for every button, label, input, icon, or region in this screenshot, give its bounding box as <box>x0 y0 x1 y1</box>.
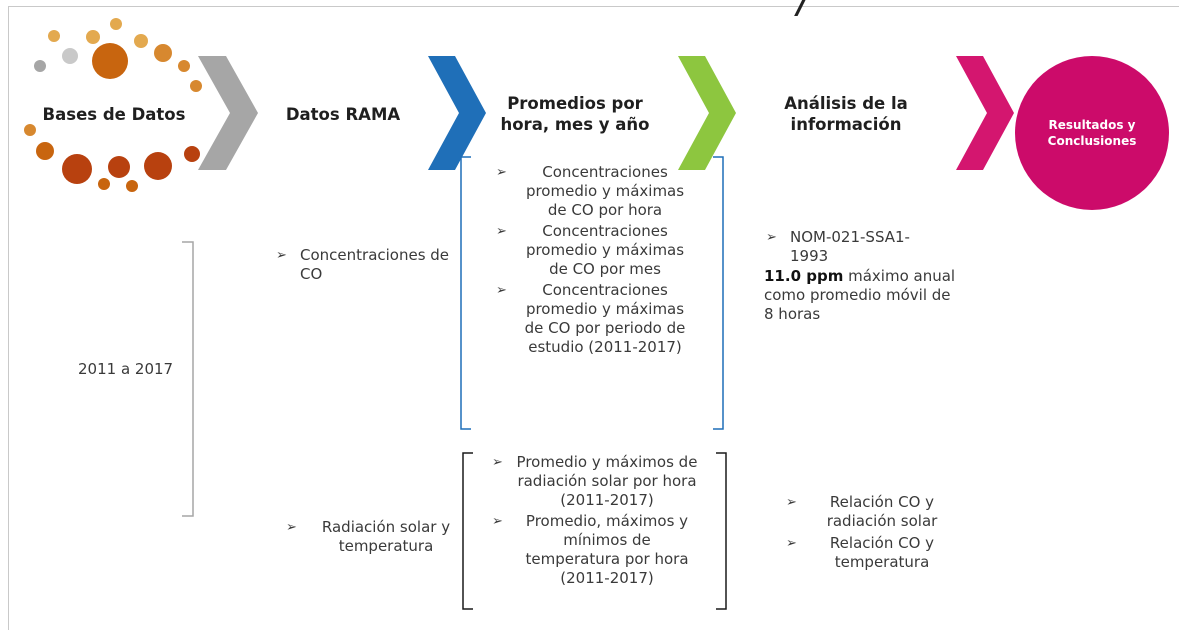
analisis-norm: ➢NOM-021-SSA1-1993 11.0 ppm máximo anual… <box>764 228 964 324</box>
db-circle <box>24 124 36 136</box>
arrow-bullet-icon: ➢ <box>496 224 507 239</box>
list-item: ➢Relación CO y radiación solar <box>786 493 938 530</box>
promedios-rad-bracket-left <box>462 452 473 610</box>
promedios-rad-list: ➢Promedio y máximos de radiación solar p… <box>490 453 698 588</box>
norm-text: máximo anual como promedio móvil de 8 ho… <box>764 267 956 323</box>
arrow-bullet-icon: ➢ <box>492 455 503 470</box>
list-item: ➢Concentraciones promedio y máximas de C… <box>496 163 685 219</box>
header-fragment: / <box>797 0 808 21</box>
stage-label-bases: Bases de Datos <box>42 105 186 124</box>
chevron-icon-green <box>678 56 736 170</box>
db-circle <box>62 48 78 64</box>
db-circle <box>126 180 138 192</box>
analisis-relations: ➢Relación CO y radiación solar ➢Relación… <box>784 493 954 572</box>
arrow-bullet-icon: ➢ <box>286 520 297 535</box>
db-circle <box>108 156 130 178</box>
db-circle <box>62 154 92 184</box>
period-bracket <box>182 241 194 517</box>
arrow-bullet-icon: ➢ <box>276 248 287 263</box>
promedios-co-bracket-right <box>713 156 724 430</box>
arrow-bullet-icon: ➢ <box>786 495 797 510</box>
frame-top-line <box>8 6 1179 7</box>
db-circle <box>34 60 46 72</box>
stage-label-analisis: Análisis de la información <box>784 94 908 134</box>
list-item: ➢NOM-021-SSA1-1993 <box>766 228 910 265</box>
db-circle <box>154 44 172 62</box>
list-item: ➢Radiación solar y temperatura <box>286 518 451 555</box>
arrow-bullet-icon: ➢ <box>496 283 507 298</box>
promedios-co-list: ➢Concentraciones promedio y máximas de C… <box>494 163 690 357</box>
frame-left-line <box>8 6 9 630</box>
arrow-bullet-icon: ➢ <box>492 514 503 529</box>
chevron-icon-blue <box>428 56 486 170</box>
db-circle <box>144 152 172 180</box>
results-circle: Resultados y Conclusiones <box>1015 56 1169 210</box>
list-item: ➢Promedio, máximos y mínimos de temperat… <box>492 512 689 587</box>
arrow-bullet-icon: ➢ <box>786 536 797 551</box>
db-circle <box>48 30 60 42</box>
list-item: ➢Relación CO y temperatura <box>786 534 935 571</box>
chevron-icon-gray <box>198 56 258 170</box>
db-circle <box>190 80 202 92</box>
arrow-bullet-icon: ➢ <box>766 230 777 245</box>
norm-limit: 11.0 ppm máximo anual como promedio móvi… <box>764 267 964 324</box>
db-circle <box>184 146 200 162</box>
db-circle <box>98 178 110 190</box>
list-item: ➢Concentraciones de CO <box>276 246 450 283</box>
rama-list: ➢Concentraciones de CO <box>274 246 454 284</box>
db-circle <box>110 18 122 30</box>
arrow-bullet-icon: ➢ <box>496 165 507 180</box>
norm-value: 11.0 ppm <box>764 267 844 285</box>
stage-label-rama: Datos RAMA <box>285 105 401 124</box>
results-label: Resultados y Conclusiones <box>1047 118 1137 148</box>
db-circle <box>86 30 100 44</box>
list-item: ➢Concentraciones promedio y máximas de C… <box>496 281 686 356</box>
period-label: 2011 a 2017 <box>78 360 174 378</box>
stage-label-promedios: Promedios por hora, mes y año <box>500 94 650 134</box>
chevron-icon-magenta <box>956 56 1014 170</box>
db-circle <box>178 60 190 72</box>
list-item: ➢Promedio y máximos de radiación solar p… <box>492 453 698 509</box>
promedios-rad-bracket-right <box>716 452 727 610</box>
list-item: ➢Concentraciones promedio y máximas de C… <box>496 222 685 278</box>
db-circle <box>36 142 54 160</box>
promedios-co-bracket-left <box>460 156 471 430</box>
db-circle <box>134 34 148 48</box>
db-circle <box>92 43 128 79</box>
radiation-list: ➢Radiación solar y temperatura <box>284 518 462 556</box>
